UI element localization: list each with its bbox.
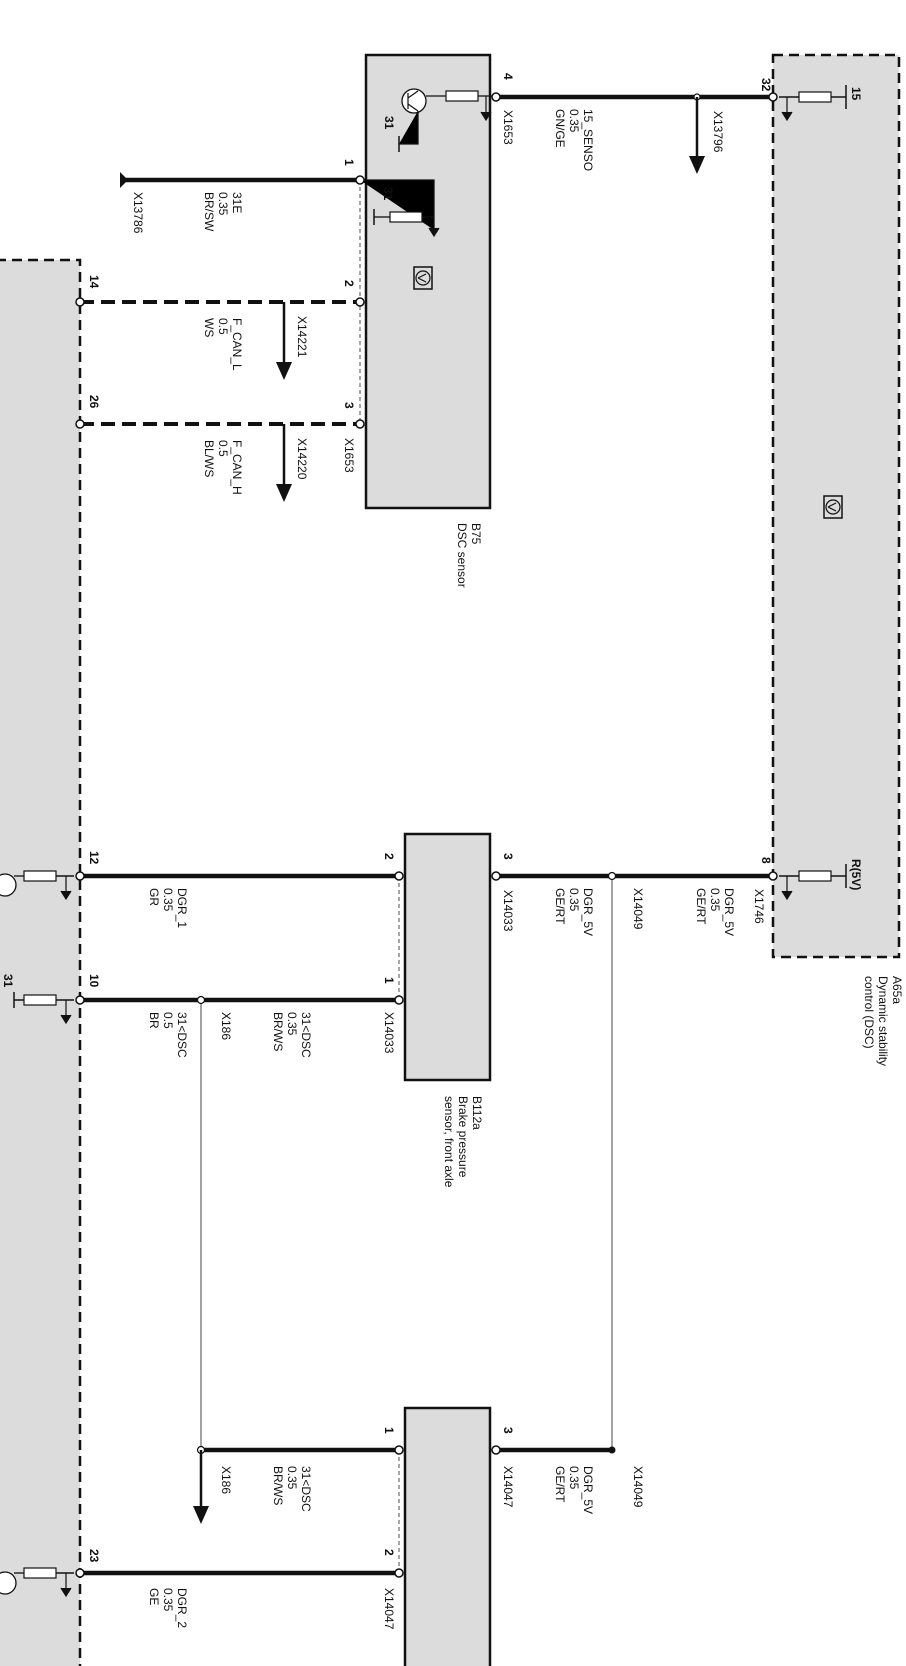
wire-dgr-5v-lower	[491, 1445, 616, 1455]
wire-31e-color: BR/SW	[202, 192, 216, 232]
a65a-label-name-1: Dynamic stability	[876, 976, 890, 1066]
left-module-pin-23: 23	[87, 1549, 101, 1563]
component-b75	[359, 53, 494, 510]
b112a-pin-3: 3	[501, 853, 515, 860]
wire-f-can-l-name: F_CAN_L	[230, 318, 244, 371]
wire-31-dsc-c-name: 31<DSC	[299, 1466, 313, 1512]
module-symbol-icon	[823, 495, 843, 519]
wire-dgr-5v-b-name: DGR_5V	[581, 888, 595, 936]
wire-dgr-5v-a-gauge: 0.35	[708, 888, 722, 912]
wire-dgr-2-name: DGR_2	[175, 1588, 189, 1628]
left-module-pin-26: 26	[87, 395, 101, 409]
connector-x14220: X14220	[295, 438, 309, 480]
module-a65a	[771, 53, 901, 959]
wire-15-senso-gauge: 0.35	[567, 109, 581, 133]
b112a-connector-a: X14033	[501, 890, 515, 932]
ground-arrow-icon	[120, 172, 128, 188]
wire-31e-gauge: 0.35	[216, 192, 230, 216]
b112a-pin-1: 1	[382, 977, 396, 984]
wire-f-can-h-color: BL/WS	[202, 440, 216, 477]
b75-pin-3: 3	[342, 402, 356, 409]
wire-dgr-2-gauge: 0.35	[161, 1588, 175, 1612]
wire-31-dsc-b-color: BR	[147, 1012, 161, 1029]
wire-dgr-2	[75, 1568, 404, 1578]
wire-31-dsc	[75, 995, 404, 1450]
b75-pin-2: 2	[342, 280, 356, 287]
connector-x14049-b: X14049	[631, 1466, 645, 1508]
wire-dgr-1-name: DGR_1	[175, 888, 189, 928]
b75-internal-ground-31: 31	[381, 187, 395, 201]
lower-sensor-pin-3: 3	[501, 1427, 515, 1434]
connector-x14221: X14221	[295, 316, 309, 358]
wire-dgr-1	[75, 871, 404, 881]
a65a-pin-32: 32	[759, 78, 773, 92]
b75-pin-1: 1	[342, 159, 356, 166]
b75-connector-top: X1653	[501, 110, 515, 145]
connector-x14049-a: X14049	[631, 888, 645, 930]
b112a-label-name-2: sensor, front axle	[442, 1096, 456, 1188]
a65a-pin-8: 8	[759, 857, 773, 864]
left-module-pin-12: 12	[87, 851, 101, 865]
b75-internal-ground-31-top: 31	[382, 116, 396, 130]
b75-pin-4: 4	[501, 73, 515, 80]
wire-f-can-l-gauge: 0.5	[216, 318, 230, 335]
component-b112a	[398, 832, 492, 1082]
wire-31-dsc-a-color: BR/WS	[271, 1012, 285, 1051]
wire-dgr-5v-a-name: DGR_5V	[722, 888, 736, 936]
wire-f-can-h-gauge: 0.5	[216, 440, 230, 457]
wire-15-senso	[491, 92, 778, 174]
connector-x13796: X13796	[711, 111, 725, 153]
wire-31-dsc-a-name: 31<DSC	[299, 1012, 313, 1058]
wire-dgr-5v-b-gauge: 0.35	[567, 888, 581, 912]
lower-sensor-connector-a: X14047	[501, 1466, 515, 1508]
wire-31-dsc-b-gauge: 0.5	[161, 1012, 175, 1029]
wire-dgr-5v-c-gauge: 0.35	[567, 1466, 581, 1490]
module-left	[0, 258, 82, 1666]
wire-f-can-l-color: WS	[202, 318, 216, 337]
b75-label-id: B75	[469, 523, 483, 545]
wire-31e	[120, 172, 365, 188]
lower-sensor-pin-1: 1	[382, 1427, 396, 1434]
wire-31e-name: 31E	[230, 192, 244, 213]
a65a-term-15: 15	[849, 87, 863, 101]
b75-connector-bottom: X1653	[342, 438, 356, 473]
b112a-label-name-1: Brake pressure	[456, 1096, 470, 1178]
wire-dgr-5v-c-color: GE/RT	[553, 1466, 567, 1503]
a65a-connector: X1746	[752, 889, 766, 924]
wire-15-senso-name: 15_SENSO	[581, 109, 595, 171]
wire-dgr-5v-c-name: DGR_5V	[581, 1466, 595, 1514]
left-module-pin-14: 14	[87, 275, 101, 289]
a65a-term-r5v: R(5V)	[849, 859, 863, 890]
b112a-label-id: B112a	[470, 1096, 484, 1130]
wire-31-dsc-c-gauge: 0.35	[285, 1466, 299, 1490]
wire-dgr-2-color: GE	[147, 1588, 161, 1605]
b112a-pin-2: 2	[382, 853, 396, 860]
wire-dgr-5v-a-color: GE/RT	[694, 888, 708, 925]
lower-sensor-connector-b: X14047	[382, 1588, 396, 1630]
wire-dgr-5v-b-color: GE/RT	[553, 888, 567, 925]
a65a-label-id: A65a	[890, 976, 904, 1004]
wire-15-senso-color: GN/GE	[553, 109, 567, 148]
connector-x186-a: X186	[219, 1012, 233, 1040]
wire-f-can-h	[75, 419, 365, 502]
connector-x13786: X13786	[131, 192, 145, 234]
wire-f-can-l	[75, 297, 365, 380]
wire-31-dsc-b-name: 31<DSC	[175, 1012, 189, 1058]
wire-dgr-5v	[491, 871, 778, 1450]
connector-x186-b: X186	[219, 1466, 233, 1494]
a65a-label-name-2: control (DSC)	[862, 976, 876, 1049]
b112a-connector-b: X14033	[382, 1012, 396, 1054]
wire-dgr-1-gauge: 0.35	[161, 888, 175, 912]
wire-f-can-h-name: F_CAN_H	[230, 440, 244, 495]
left-module-pin-10: 10	[87, 974, 101, 988]
b75-label-name: DSC sensor	[455, 523, 469, 588]
wire-31-dsc-lower	[193, 1445, 404, 1524]
wire-dgr-1-color: GR	[147, 888, 161, 906]
wire-31-dsc-c-color: BR/WS	[271, 1466, 285, 1505]
left-module-ground-31: 31	[1, 974, 15, 988]
lower-sensor-pin-2: 2	[382, 1549, 396, 1556]
component-lower-sensor	[398, 1406, 492, 1666]
wire-31-dsc-a-gauge: 0.35	[285, 1012, 299, 1036]
